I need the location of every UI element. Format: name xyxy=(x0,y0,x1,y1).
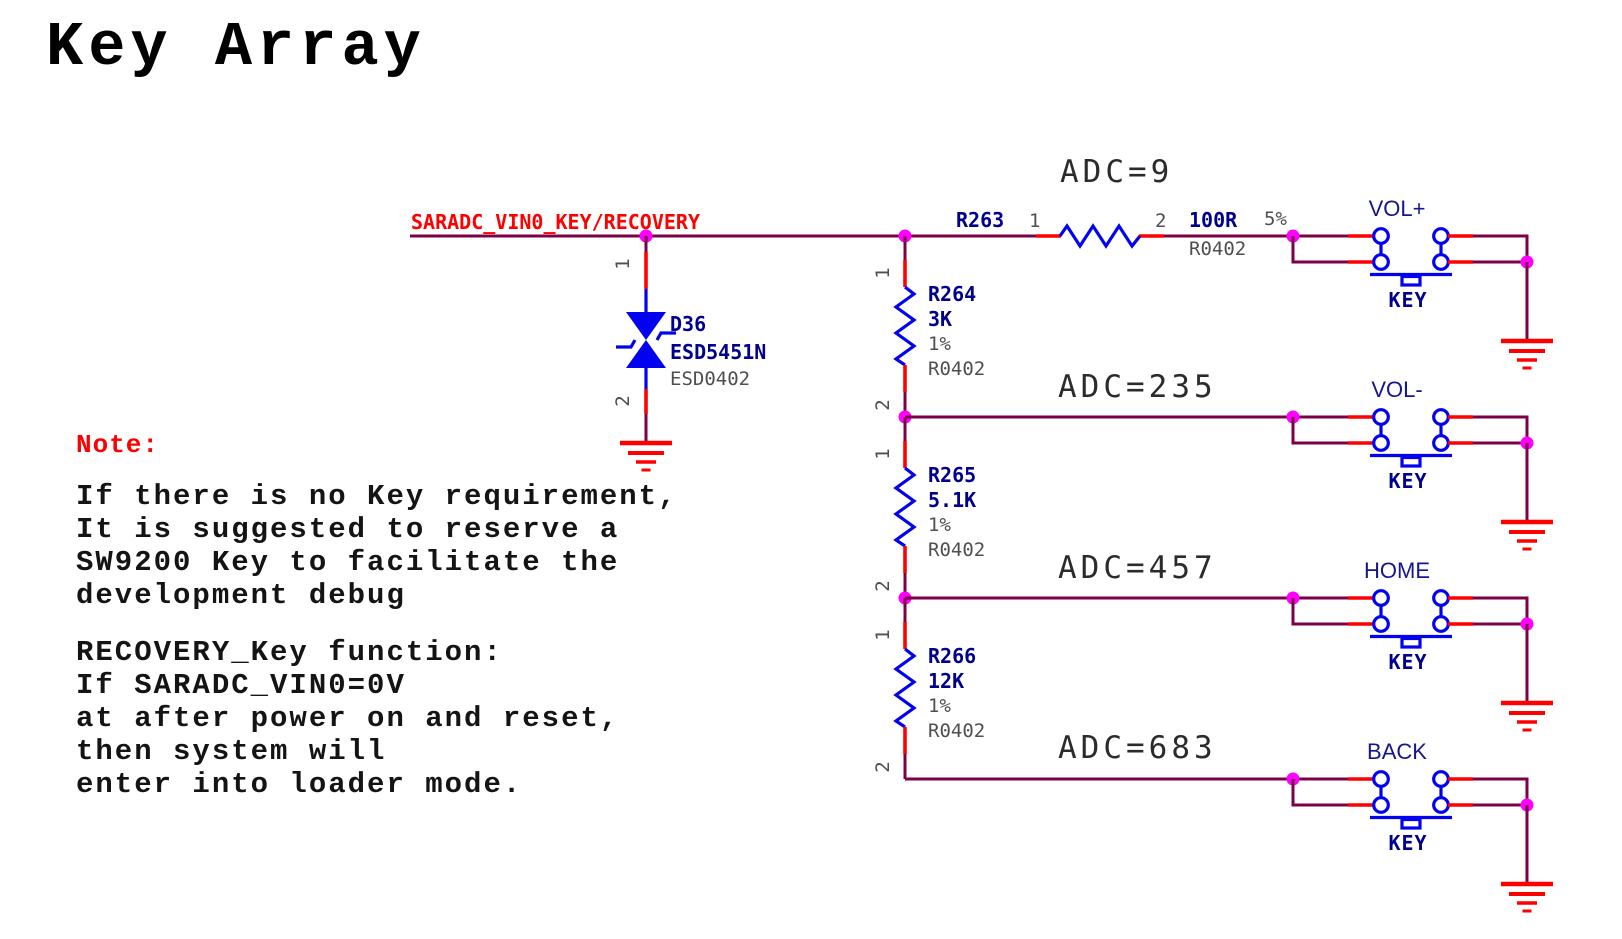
r264-tolerance: 1% xyxy=(928,333,951,355)
key-name: BACK xyxy=(1367,739,1427,764)
r263-package: R0402 xyxy=(1189,238,1246,260)
key-switch xyxy=(1368,770,1454,830)
resistor-zigzag xyxy=(1058,224,1142,248)
diode-ref: D36 xyxy=(670,312,706,336)
diode-pin-1: 1 xyxy=(612,258,634,269)
diode-part: ESD5451N xyxy=(670,340,766,364)
key-row-back: BACK KEY ADC=683 xyxy=(905,730,1553,911)
net-label: SARADC_VIN0_KEY/RECOVERY xyxy=(411,210,700,234)
resistor-zigzag xyxy=(894,285,916,367)
key-switch xyxy=(1368,589,1454,649)
resistor-r264: 1 2 R264 3K 1% R0402 xyxy=(872,229,985,417)
adc-value-label: ADC=235 xyxy=(1058,369,1217,405)
note-block: Note: If there is no Key requirement, It… xyxy=(76,430,678,825)
tvs-diode-symbol xyxy=(616,312,676,368)
r264-pin-1: 1 xyxy=(872,267,894,278)
note-line: RECOVERY_Key function: xyxy=(76,636,503,669)
r264-pin-2: 2 xyxy=(872,399,894,410)
r263-ref: R263 xyxy=(956,208,1004,232)
r266-package: R0402 xyxy=(928,720,985,742)
resistor-r266: 1 2 R266 12K 1% R0402 xyxy=(872,591,985,779)
key-label: KEY xyxy=(1388,469,1427,493)
r263-pin-2: 2 xyxy=(1155,210,1166,232)
r266-pin-2: 2 xyxy=(872,761,894,772)
key-name: VOL+ xyxy=(1369,196,1426,221)
resistor-zigzag xyxy=(894,466,916,548)
r264-value: 3K xyxy=(928,307,952,331)
note-paragraph-2: RECOVERY_Key function: If SARADC_VIN0=0V… xyxy=(76,636,678,801)
r266-tolerance: 1% xyxy=(928,695,951,717)
r264-ref: R264 xyxy=(928,282,976,306)
key-row-home: HOME KEY ADC=457 xyxy=(905,550,1553,730)
key-name: HOME xyxy=(1364,558,1430,583)
resistor-zigzag xyxy=(894,647,916,729)
key-switch xyxy=(1368,227,1454,287)
r263-tolerance: 5% xyxy=(1264,208,1287,230)
page-title: Key Array xyxy=(46,12,426,83)
r265-pin-2: 2 xyxy=(872,580,894,591)
key-name: VOL- xyxy=(1371,377,1422,402)
r265-ref: R265 xyxy=(928,463,976,487)
note-line: development debug xyxy=(76,579,406,612)
diode-package: ESD0402 xyxy=(670,368,750,390)
key-label: KEY xyxy=(1388,650,1427,674)
adc-value-label: ADC=9 xyxy=(1060,154,1173,190)
r266-value: 12K xyxy=(928,669,964,693)
note-line: If there is no Key requirement, xyxy=(76,480,678,513)
r265-value: 5.1K xyxy=(928,488,976,512)
adc-value-label: ADC=683 xyxy=(1058,730,1217,766)
ground-symbol xyxy=(1501,341,1553,368)
key-switch xyxy=(1368,408,1454,468)
key-row-vol-minus: VOL- KEY ADC=235 xyxy=(905,369,1553,549)
note-line: If SARADC_VIN0=0V xyxy=(76,669,406,702)
esd-diode-d36: 1 2 D36 ESD5451N ESD0402 xyxy=(612,229,766,471)
note-line: SW9200 Key to facilitate the xyxy=(76,546,620,579)
ground-symbol xyxy=(1501,884,1553,911)
ground-symbol xyxy=(620,443,672,470)
key-label: KEY xyxy=(1388,831,1427,855)
note-paragraph-1: If there is no Key requirement, It is su… xyxy=(76,480,678,612)
diode-pin-2: 2 xyxy=(612,395,634,406)
note-heading: Note: xyxy=(76,430,160,460)
note-line: enter into loader mode. xyxy=(76,768,523,801)
r263-pin-1: 1 xyxy=(1029,210,1040,232)
r265-pin-1: 1 xyxy=(872,448,894,459)
r263-value: 100R xyxy=(1189,208,1238,232)
r265-tolerance: 1% xyxy=(928,514,951,536)
adc-value-label: ADC=457 xyxy=(1058,550,1217,586)
note-line: at after power on and reset, xyxy=(76,702,620,735)
resistor-r263: R263 1 2 100R 5% R0402 xyxy=(956,208,1287,260)
r266-ref: R266 xyxy=(928,644,976,668)
note-line: then system will xyxy=(76,735,387,768)
key-row-vol-plus: VOL+ KEY xyxy=(1286,196,1554,368)
resistor-r265: 1 2 R265 5.1K 1% R0402 xyxy=(872,410,985,598)
key-label: KEY xyxy=(1388,288,1427,312)
ground-symbol xyxy=(1501,703,1553,730)
r265-package: R0402 xyxy=(928,539,985,561)
note-line: It is suggested to reserve a xyxy=(76,513,620,546)
r266-pin-1: 1 xyxy=(872,629,894,640)
ground-symbol xyxy=(1501,522,1553,549)
r264-package: R0402 xyxy=(928,358,985,380)
